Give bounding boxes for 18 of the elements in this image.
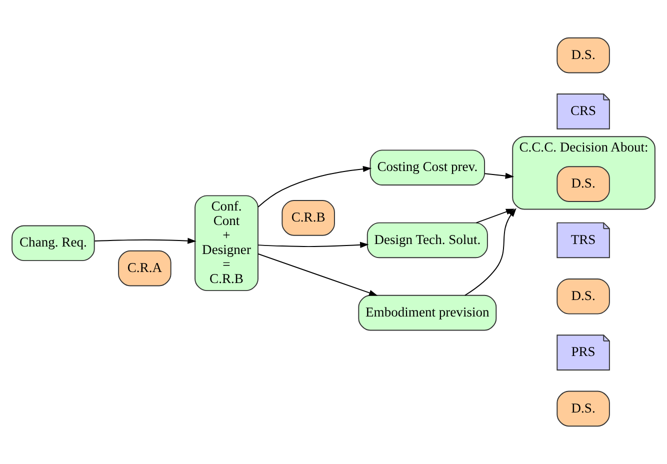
arrow xyxy=(258,242,369,248)
node-box: Costing Cost prev. xyxy=(370,150,486,186)
arrow xyxy=(484,172,514,179)
node-box: D.S. xyxy=(556,166,610,202)
node-box: C.R.B xyxy=(282,200,335,236)
arrow xyxy=(476,208,515,224)
node-box: Conf. Cont + Designer = C.R.B xyxy=(194,195,258,292)
node-box: C.R.A xyxy=(118,250,172,286)
node-box: D.S. xyxy=(556,37,610,74)
arrow xyxy=(464,208,516,296)
node-box: D.S. xyxy=(556,390,610,427)
arrow xyxy=(258,253,378,296)
node-box: D.S. xyxy=(556,278,610,314)
node-box: Chang. Req. xyxy=(12,225,95,262)
node-box: Embodiment prevision xyxy=(358,294,497,331)
arrow xyxy=(258,166,372,208)
node-box: Design Tech. Solut. xyxy=(366,222,488,258)
arrow xyxy=(94,238,196,244)
